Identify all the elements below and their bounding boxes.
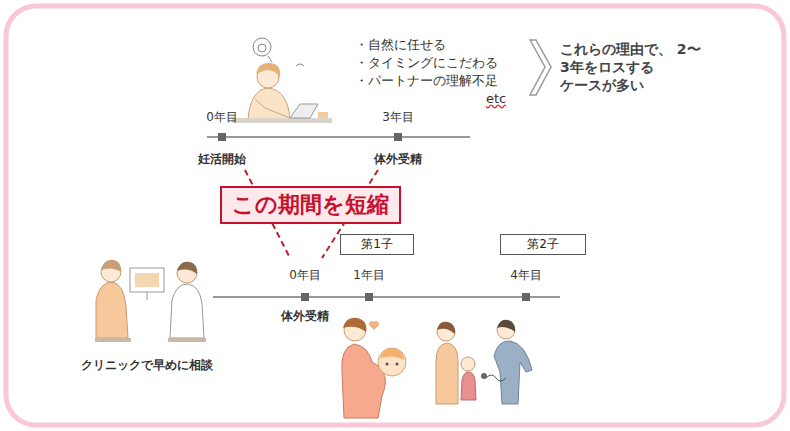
year-label: 0年目 [289, 268, 321, 283]
reason-item: ・パートナーの理解不足 [355, 73, 498, 89]
event-label: 妊活開始 [198, 152, 246, 167]
year-label: 4年目 [510, 268, 542, 283]
etc-note: etc [486, 91, 506, 109]
woman-at-desk [232, 38, 332, 123]
box-text: この期間を短縮 [232, 191, 389, 219]
box-text: 第2子 [527, 237, 559, 252]
reason-item: ・タイミングにこだわる [355, 55, 498, 71]
timeline [213, 296, 560, 298]
chevron-arrow [530, 40, 551, 95]
timeline-marker [301, 293, 309, 301]
highlight-box: この期間を短縮 [220, 186, 401, 224]
child-box: 第1子 [340, 234, 414, 255]
clinic-consultation [95, 260, 206, 342]
year-label: 1年目 [353, 268, 385, 283]
caption-note: クリニックで早めに相談 [81, 358, 213, 373]
summary-note: これらの理由で、 2〜3年をロスする ケースが多い [560, 40, 720, 95]
reason-item: ・自然に任せる [355, 37, 446, 53]
year-label: 0年目 [206, 110, 238, 125]
year-label: 3年目 [382, 110, 414, 125]
event-label: 体外受精 [281, 309, 329, 324]
timeline-marker [365, 293, 373, 301]
family [436, 320, 532, 404]
timeline-marker [218, 133, 226, 141]
pregnant-woman [342, 318, 406, 418]
event-label: 体外受精 [374, 152, 422, 167]
box-text: 第1子 [361, 237, 393, 252]
timeline-marker [394, 133, 402, 141]
frame [6, 6, 784, 425]
child-box: 第2子 [500, 234, 586, 255]
timeline-marker [522, 293, 530, 301]
timeline [207, 136, 470, 138]
